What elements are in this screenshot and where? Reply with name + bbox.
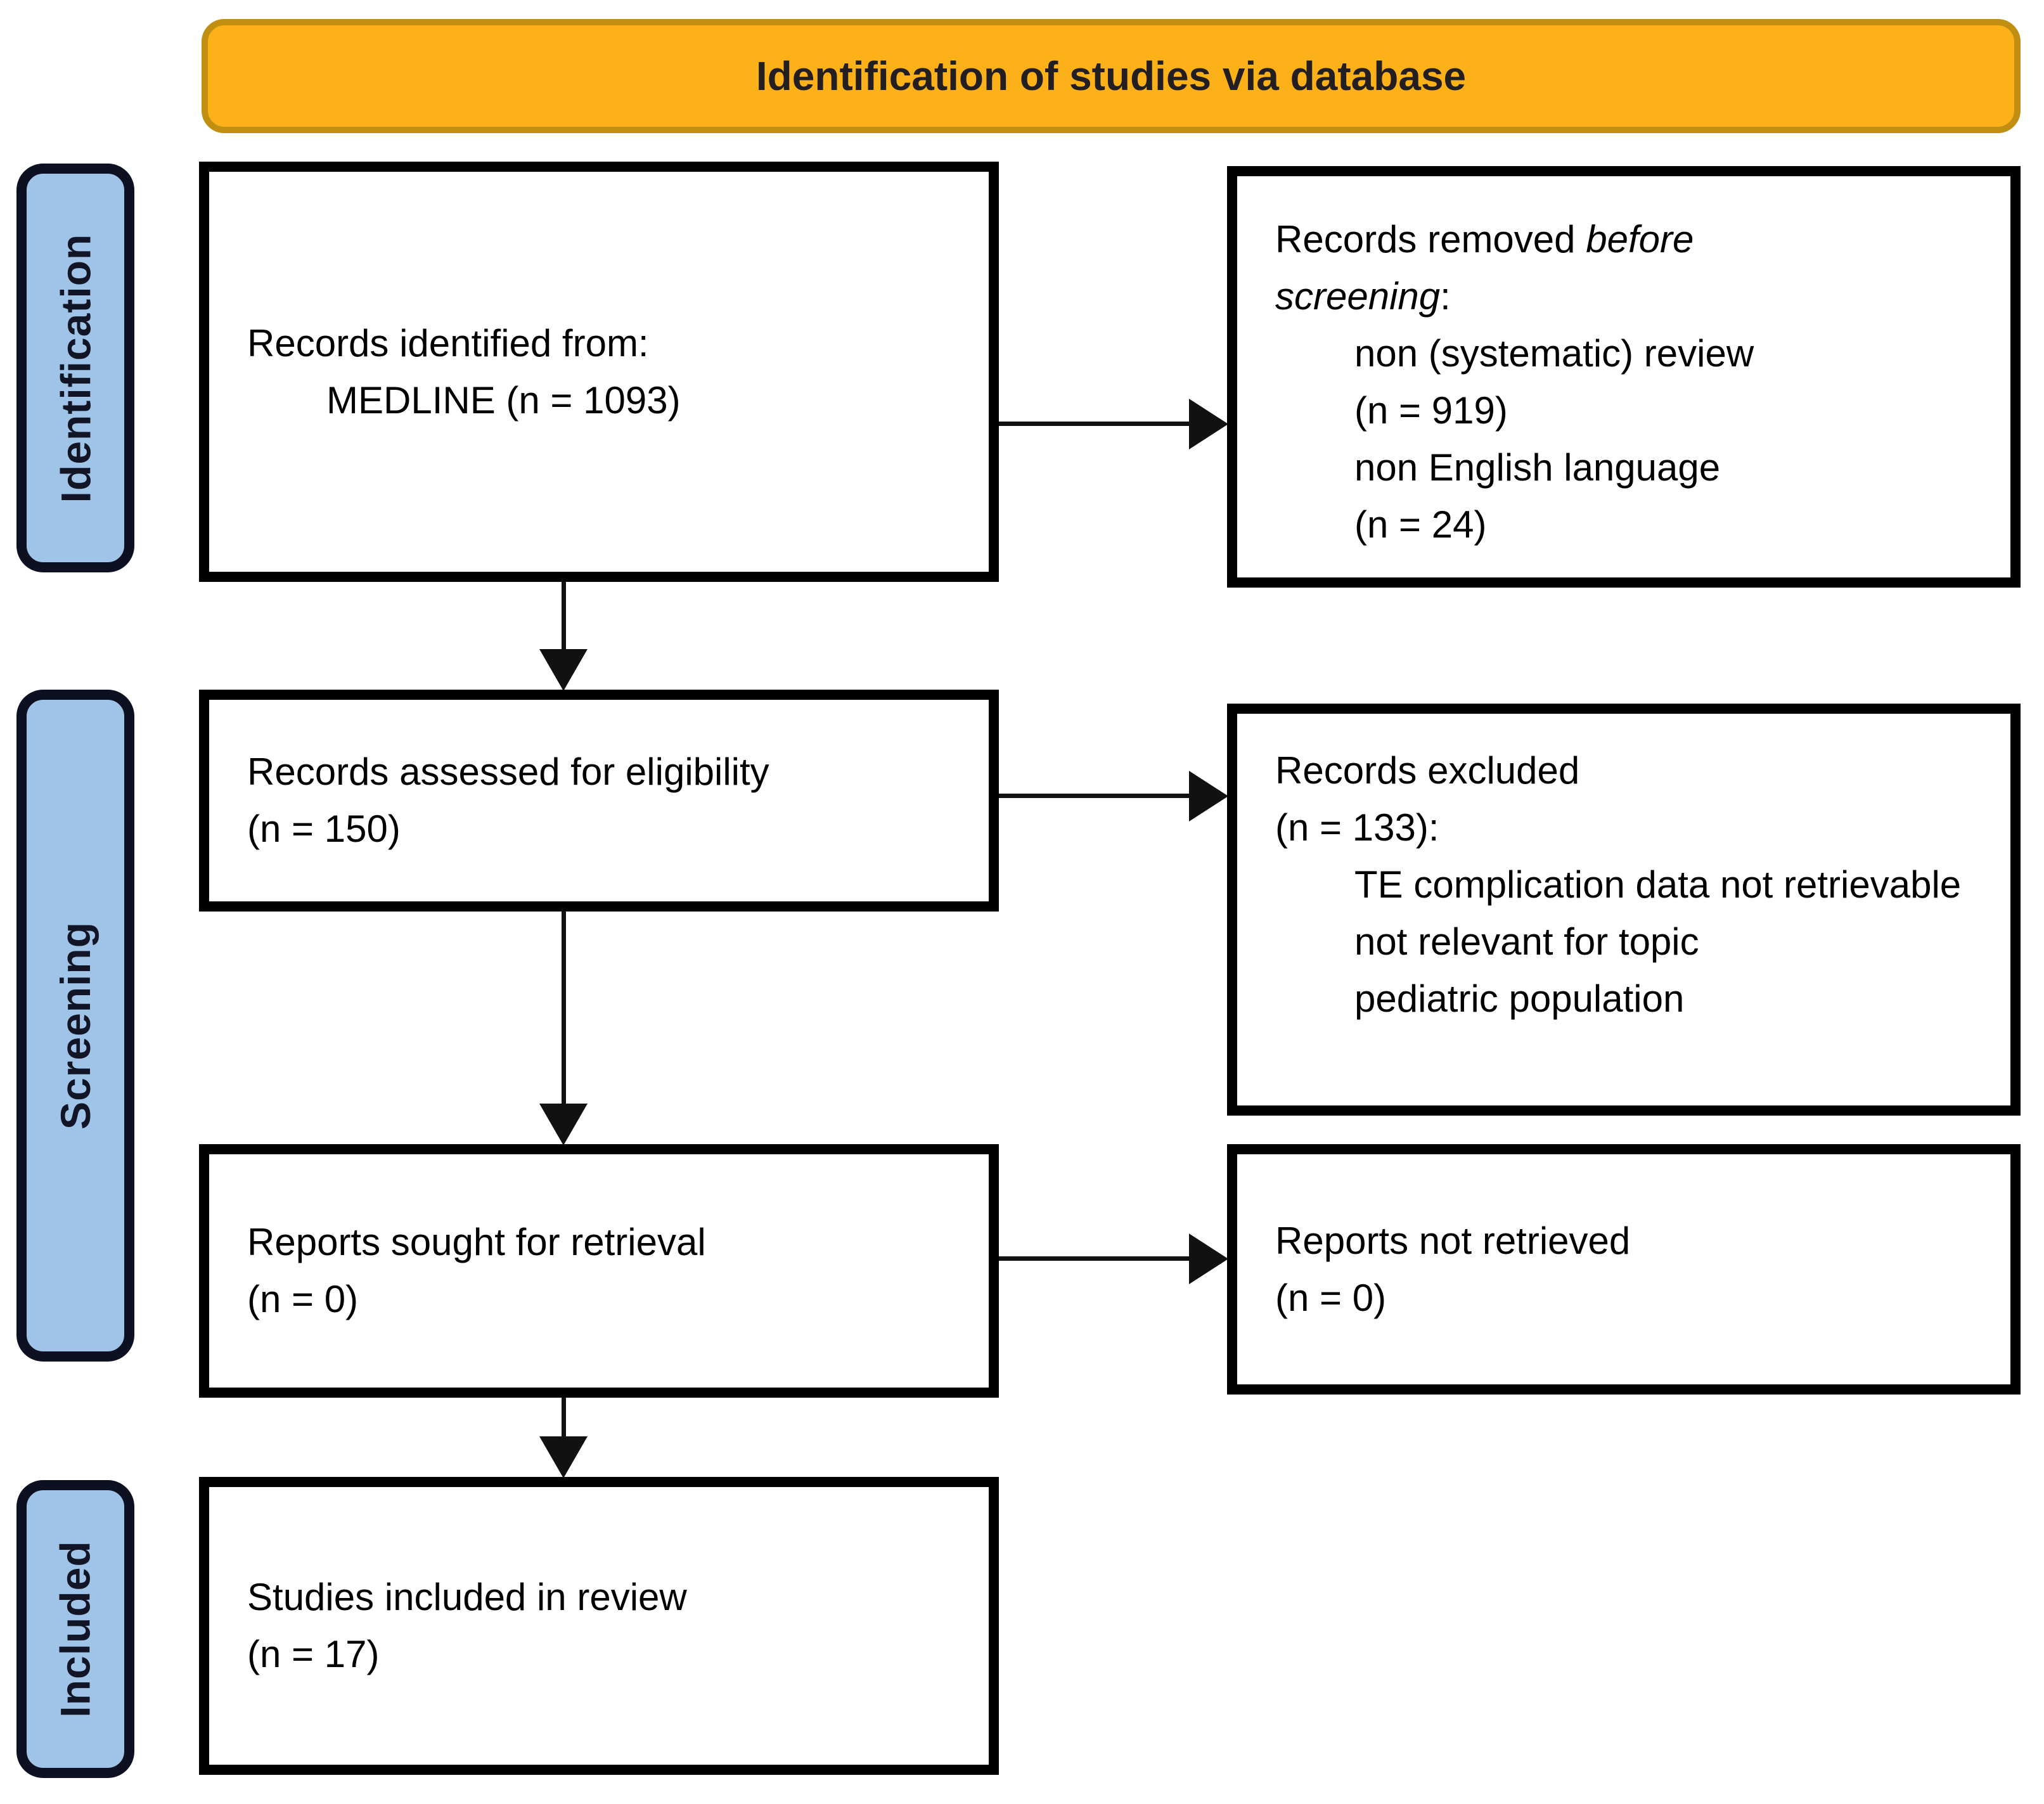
arrowhead-down-icon — [539, 649, 588, 691]
box-records-removed: Records removed before screening: non (s… — [1227, 166, 2021, 588]
box-text-line: Records excluded — [1275, 749, 1580, 792]
arrow-line — [999, 794, 1190, 798]
box-text-line: non (systematic) review — [1354, 332, 1754, 375]
box-text-line: not relevant for topic — [1354, 920, 1699, 963]
arrow-line — [999, 422, 1190, 426]
arrow-line — [562, 1398, 566, 1439]
box-text-line: Records assessed for eligibility — [247, 751, 769, 793]
box-text-line: (n = 0) — [1275, 1276, 1387, 1319]
box-text-line: screening: — [1275, 268, 1972, 325]
box-text-line: Records identified from: — [247, 321, 649, 364]
box-text-line: non English language — [1354, 446, 1721, 489]
box-text-line: (n = 919) — [1354, 389, 1508, 432]
box-text-line: Records removed before — [1275, 211, 1972, 268]
arrow-line — [562, 582, 566, 650]
stage-label-identification: Identification — [16, 164, 134, 572]
stage-label-included: Included — [16, 1480, 134, 1778]
stage-label-text: Included — [52, 1540, 100, 1718]
box-studies-included: Studies included in review (n = 17) — [199, 1477, 999, 1775]
text-segment: : — [1440, 275, 1451, 318]
stage-label-text: Screening — [52, 921, 100, 1130]
box-text-line: (n = 0) — [247, 1278, 359, 1320]
stage-label-text: Identification — [52, 233, 100, 503]
box-records-identified: Records identified from: MEDLINE (n = 10… — [199, 162, 999, 582]
box-text-line: TE complication data not retrievable — [1354, 863, 1962, 906]
text-segment-italic: screening — [1275, 275, 1441, 318]
box-text-line: (n = 150) — [247, 808, 401, 850]
box-reports-sought: Reports sought for retrieval (n = 0) — [199, 1144, 999, 1398]
text-segment-italic: before — [1586, 218, 1694, 261]
box-text-line: Reports not retrieved — [1275, 1219, 1631, 1262]
header-title: Identification of studies via database — [755, 53, 1467, 99]
text-segment: Records removed — [1275, 218, 1586, 261]
header-banner: Identification of studies via database — [202, 19, 2021, 133]
box-text-line: (n = 24) — [1354, 503, 1487, 546]
arrow-line — [562, 912, 566, 1105]
arrowhead-down-icon — [539, 1436, 588, 1478]
box-text-line: MEDLINE (n = 1093) — [326, 378, 681, 422]
arrow-line — [999, 1256, 1190, 1261]
box-reports-not-retrieved: Reports not retrieved (n = 0) — [1227, 1144, 2021, 1395]
box-records-assessed: Records assessed for eligibility (n = 15… — [199, 690, 999, 912]
arrowhead-right-icon — [1189, 771, 1228, 821]
box-text-line: Reports sought for retrieval — [247, 1221, 706, 1263]
box-records-excluded: Records excluded (n = 133): TE complicat… — [1227, 704, 2021, 1116]
arrowhead-right-icon — [1189, 399, 1228, 449]
arrowhead-down-icon — [539, 1104, 588, 1145]
box-text-line: (n = 17) — [247, 1633, 380, 1675]
arrowhead-right-icon — [1189, 1234, 1228, 1284]
stage-label-screening: Screening — [16, 690, 134, 1362]
box-text-line: Studies included in review — [247, 1576, 687, 1618]
box-text-line: (n = 133): — [1275, 806, 1439, 849]
box-text-line: pediatric population — [1354, 977, 1685, 1020]
